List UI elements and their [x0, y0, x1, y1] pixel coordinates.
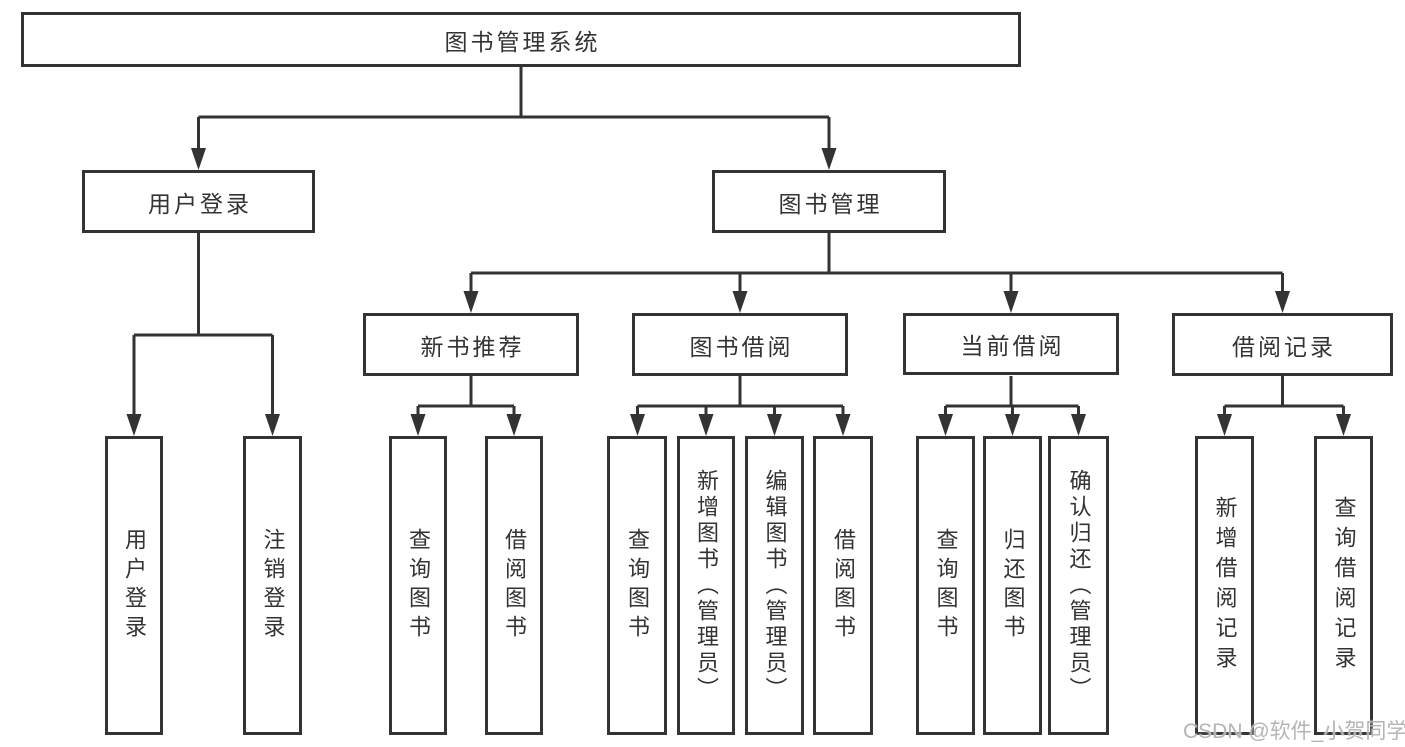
node-borrow-records-label: 借阅记录 [1232, 333, 1336, 360]
leaf-records-query-record: 查询借阅记录 [1314, 436, 1373, 735]
node-root: 图书管理系统 [21, 12, 1021, 67]
leaf-borrow-query-books-label: 查询图书 [625, 527, 650, 644]
leaf-current-query-books-label: 查询图书 [933, 527, 959, 644]
leaf-borrow-edit-books-admin-label: 编辑图书（管理员） [762, 468, 788, 703]
leaf-borrow-add-books-admin: 新增图书（管理员） [677, 436, 735, 735]
node-book-mgmt-label: 图书管理 [778, 190, 883, 217]
leaf-records-add-record: 新增借阅记录 [1195, 436, 1254, 735]
node-current-borrow: 当前借阅 [903, 313, 1119, 375]
leaf-logout-label: 注销登录 [260, 527, 286, 644]
leaf-current-return-books: 归还图书 [983, 436, 1042, 735]
node-current-borrow-label: 当前借阅 [960, 333, 1065, 359]
leaf-user-login: 用户登录 [105, 436, 163, 735]
leaf-borrow-query-books: 查询图书 [607, 436, 667, 735]
leaf-newbooks-query-books: 查询图书 [389, 436, 447, 735]
leaf-borrow-borrow-books: 借阅图书 [813, 436, 873, 735]
node-root-label: 图书管理系统 [444, 28, 601, 55]
node-user-login-label: 用户登录 [148, 190, 252, 217]
node-new-books-label: 新书推荐 [420, 333, 525, 360]
connector-root-to-level2 [191, 67, 837, 170]
node-borrow-records: 借阅记录 [1172, 313, 1393, 376]
connector-new-books-to-leaves [410, 376, 522, 436]
leaf-borrow-edit-books-admin: 编辑图书（管理员） [745, 436, 804, 735]
leaf-user-login-label: 用户登录 [122, 527, 147, 644]
connector-current-borrow-to-leaves [938, 376, 1086, 436]
leaf-borrow-borrow-books-label: 借阅图书 [831, 527, 856, 644]
leaf-current-confirm-return-admin: 确认归还（管理员） [1048, 436, 1109, 735]
leaf-records-query-record-label: 查询借阅记录 [1331, 495, 1357, 676]
node-book-mgmt: 图书管理 [712, 170, 946, 233]
leaf-newbooks-query-books-label: 查询图书 [406, 527, 431, 644]
leaf-current-query-books: 查询图书 [916, 436, 975, 735]
leaf-logout: 注销登录 [243, 436, 302, 735]
leaf-borrow-add-books-admin-label: 新增图书（管理员） [694, 468, 719, 703]
connector-borrow-records-to-leaves [1217, 376, 1351, 436]
leaf-current-confirm-return-admin-label: 确认归还（管理员） [1066, 468, 1092, 703]
node-book-borrow-label: 图书借阅 [689, 333, 794, 360]
node-user-login: 用户登录 [82, 170, 315, 233]
leaf-records-add-record-label: 新增借阅记录 [1212, 495, 1238, 676]
node-book-borrow: 图书借阅 [632, 313, 848, 376]
node-new-books: 新书推荐 [363, 313, 579, 376]
connector-book-mgmt-to-level3 [463, 233, 1290, 313]
connector-user-login-to-leaves [126, 233, 280, 436]
leaf-newbooks-borrow-books: 借阅图书 [485, 436, 543, 735]
connector-book-borrow-to-leaves [630, 376, 851, 436]
leaf-newbooks-borrow-books-label: 借阅图书 [502, 527, 527, 644]
leaf-current-return-books-label: 归还图书 [1000, 527, 1026, 644]
